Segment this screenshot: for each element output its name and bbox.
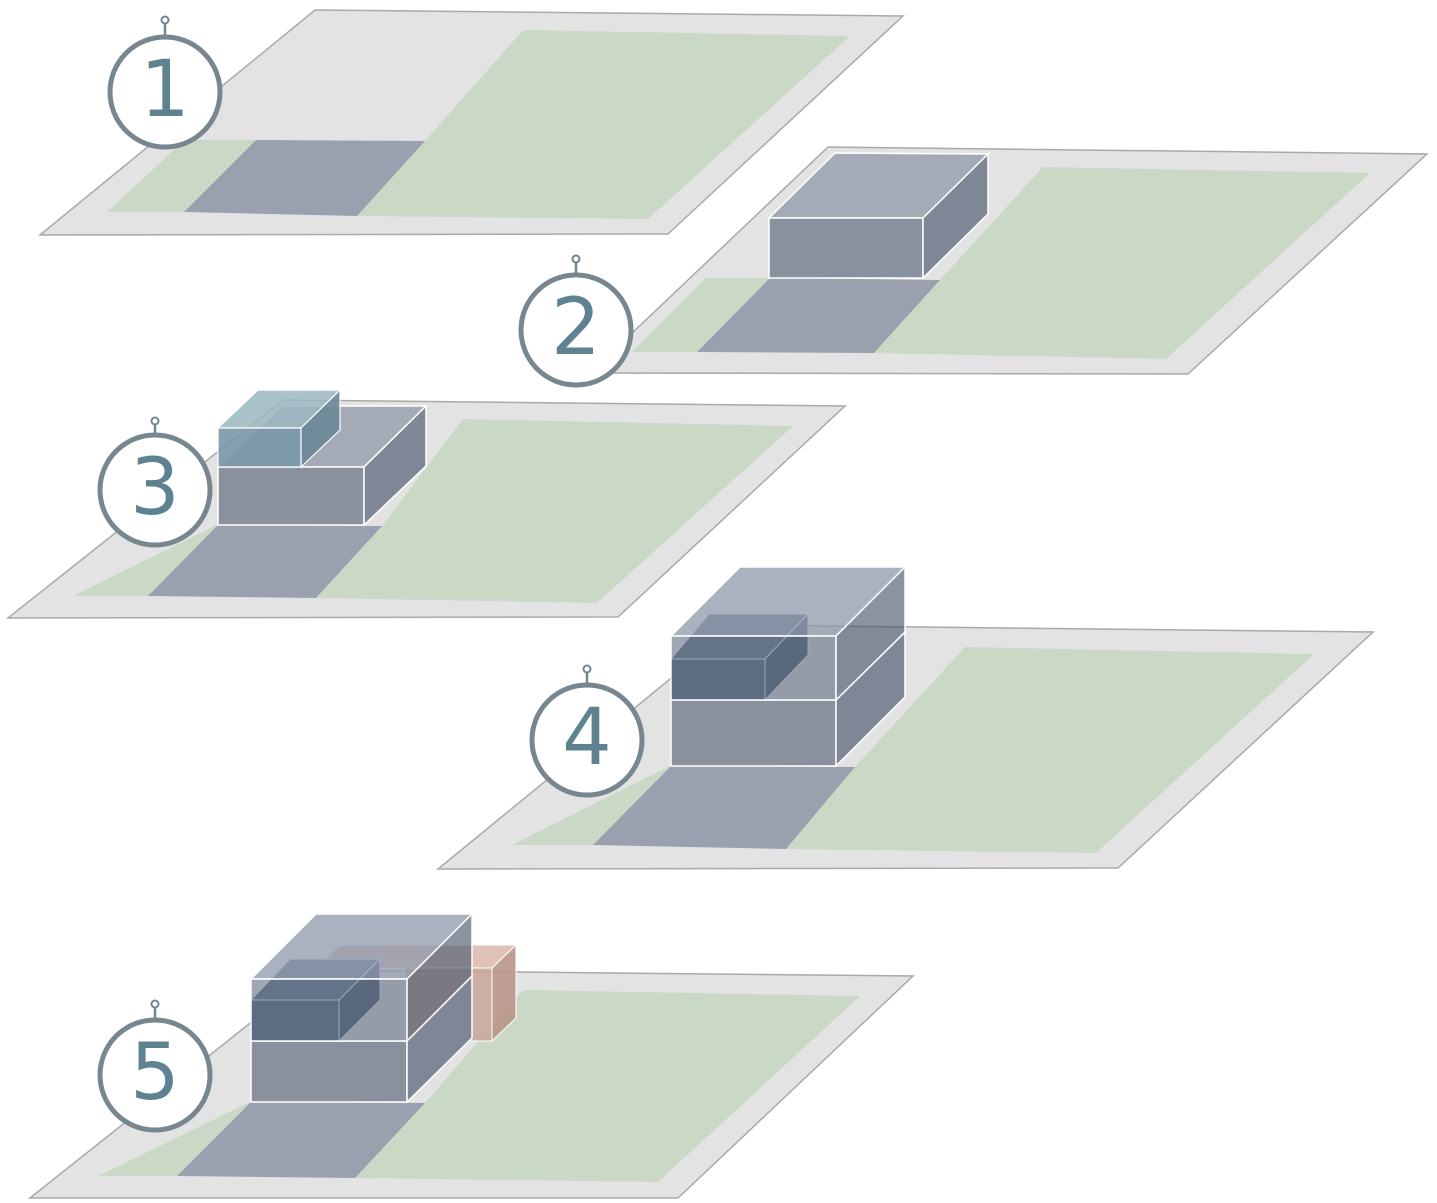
volume-front (250, 1040, 408, 1103)
step-2-site (588, 146, 1429, 375)
volume-front (768, 217, 924, 279)
green-area (316, 419, 793, 603)
paved-area (697, 278, 940, 353)
step-1-site (37, 9, 905, 236)
step-5-site (27, 912, 915, 1199)
green-strip (512, 766, 671, 845)
step-number-1: 1 (140, 45, 190, 135)
step-badge-3: 3 (97, 416, 213, 548)
upper-volume-front (250, 978, 408, 1042)
step-number-3: 3 (130, 443, 180, 533)
volume-front (217, 466, 365, 526)
green-strip (107, 140, 256, 212)
green-strip (98, 1102, 251, 1176)
step-3-site (5, 388, 847, 619)
paved-area (593, 766, 855, 849)
step-badge-1: 1 (107, 15, 223, 150)
green-area (786, 647, 1314, 853)
step-badge-5: 5 (97, 999, 213, 1133)
green-strip (73, 525, 218, 596)
step-badge-4: 4 (529, 664, 645, 798)
green-area (355, 990, 860, 1182)
volume-side (363, 404, 427, 527)
glass-volume-side (300, 388, 341, 469)
upper-volume-side (406, 912, 473, 1043)
volume-front (670, 699, 837, 767)
step-4-site (435, 565, 1375, 870)
step-number-2: 2 (551, 283, 601, 373)
volume-side (922, 152, 989, 280)
paved-area (184, 140, 425, 216)
green-area (357, 30, 850, 219)
paved-area (177, 1102, 425, 1178)
upper-volume-front (670, 635, 837, 701)
green-strip (632, 278, 770, 352)
step-number-5: 5 (130, 1028, 180, 1118)
glass-volume-front (217, 427, 302, 468)
green-area (874, 167, 1370, 359)
step-number-4: 4 (562, 693, 612, 783)
upper-volume-side (835, 565, 906, 702)
step-badge-2: 2 (518, 254, 634, 388)
paved-area (148, 525, 382, 598)
timber-volume-side (491, 943, 517, 1043)
